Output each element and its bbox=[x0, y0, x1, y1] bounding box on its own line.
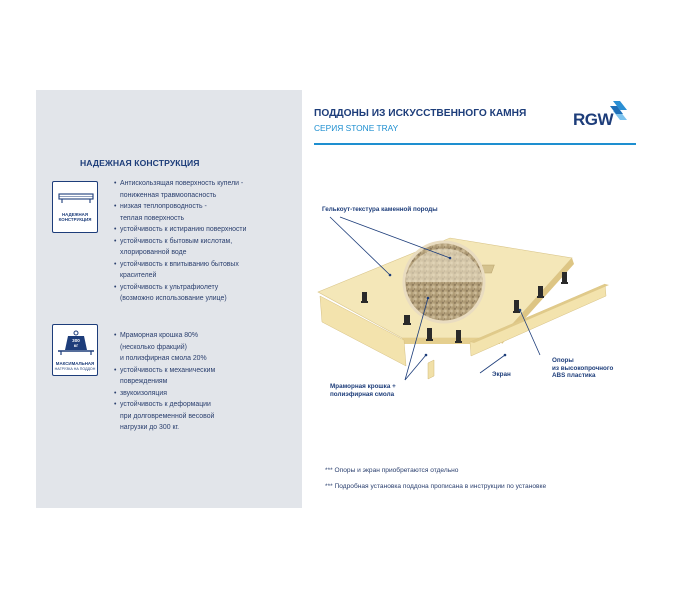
construction-icon-glyph bbox=[58, 193, 94, 203]
feature-item: устойчивость к впитыванию бытовых bbox=[114, 259, 246, 271]
callout-lines bbox=[329, 216, 541, 381]
feature-item: устойчивость к ультрафиолету bbox=[114, 282, 246, 294]
feature-item: и полиэфирная смола 20% bbox=[120, 355, 207, 362]
feature-item: красителей bbox=[120, 272, 157, 279]
construction-icon-caption: НАДЕЖНАЯ КОНСТРУКЦИЯ bbox=[58, 212, 92, 222]
page-title: ПОДДОНЫ ИЗ ИСКУССТВЕННОГО КАМНЯ bbox=[314, 108, 527, 119]
feature-item: повреждениям bbox=[120, 378, 168, 385]
feature-item: Мраморная крошка 80% bbox=[114, 330, 215, 342]
screen-left bbox=[319, 295, 407, 367]
feature-item: звукоизоляция bbox=[114, 388, 215, 400]
callout-marble: Мраморная крошка + полиэфирная смола bbox=[330, 383, 396, 398]
callout-gelcoat: Гелькоут-текстура каменной породы bbox=[322, 206, 438, 213]
callout-screen: Экран bbox=[492, 371, 511, 378]
feature-item: при долговременной весовой bbox=[120, 412, 215, 420]
feature-item: устойчивость к истиранию поверхности bbox=[114, 224, 246, 236]
feature-item: Антискользящая поверхность купели - bbox=[114, 178, 246, 190]
callout-dots bbox=[388, 256, 522, 357]
support-legs bbox=[361, 272, 568, 343]
feature-item: нагрузки до 300 кг. bbox=[120, 424, 180, 431]
weight-label: 300 кг bbox=[72, 338, 80, 349]
brand-logo-mark bbox=[610, 101, 627, 120]
weight-load-icon: 300 кг МАКСИМАЛЬНАЯ НАГРУЗКА НА ПОДДОН bbox=[52, 324, 98, 376]
feature-item: устойчивость к деформации bbox=[114, 399, 215, 411]
load-feature-list: Мраморная крошка 80%(несколько фракций) и… bbox=[114, 330, 215, 434]
feature-item: пониженная травмоопасность bbox=[120, 191, 217, 199]
feature-item: устойчивость к бытовым кислотам, bbox=[114, 236, 246, 248]
construction-feature-list: Антискользящая поверхность купели -пониж… bbox=[114, 178, 246, 305]
weight-icon-glyph bbox=[58, 330, 94, 355]
brand-logo: RGW bbox=[573, 110, 614, 129]
weight-icon-caption-sub: НАГРУЗКА НА ПОДДОН bbox=[54, 367, 96, 371]
screen-piece bbox=[427, 359, 435, 380]
callout-supports: Опоры из высокопрочного ABS пластика bbox=[552, 357, 614, 379]
footnote-2: *** Подробная установка поддона прописан… bbox=[325, 483, 547, 490]
screen-right-top bbox=[470, 284, 609, 343]
left-panel bbox=[36, 90, 302, 508]
page-subtitle: СЕРИЯ STONE TRAY bbox=[314, 123, 399, 133]
feature-item: теплая поверхность bbox=[120, 214, 185, 222]
footnote-1: *** Опоры и экран приобретаются отдельно bbox=[325, 467, 459, 474]
feature-item: хлорированной воде bbox=[120, 249, 187, 256]
feature-item: (несколько фракций) bbox=[120, 343, 187, 351]
feature-item: низкая теплопроводность - bbox=[114, 201, 246, 213]
feature-item: (возможно использование улице) bbox=[120, 295, 227, 302]
weight-icon-caption-main: МАКСИМАЛЬНАЯ bbox=[55, 361, 95, 366]
feature-item: устойчивость к механическим bbox=[114, 365, 215, 377]
header-divider bbox=[314, 143, 636, 145]
construction-icon: НАДЕЖНАЯ КОНСТРУКЦИЯ bbox=[52, 181, 98, 233]
construction-title: НАДЕЖНАЯ КОНСТРУКЦИЯ bbox=[80, 158, 200, 168]
shower-tray-illustration bbox=[317, 216, 609, 381]
